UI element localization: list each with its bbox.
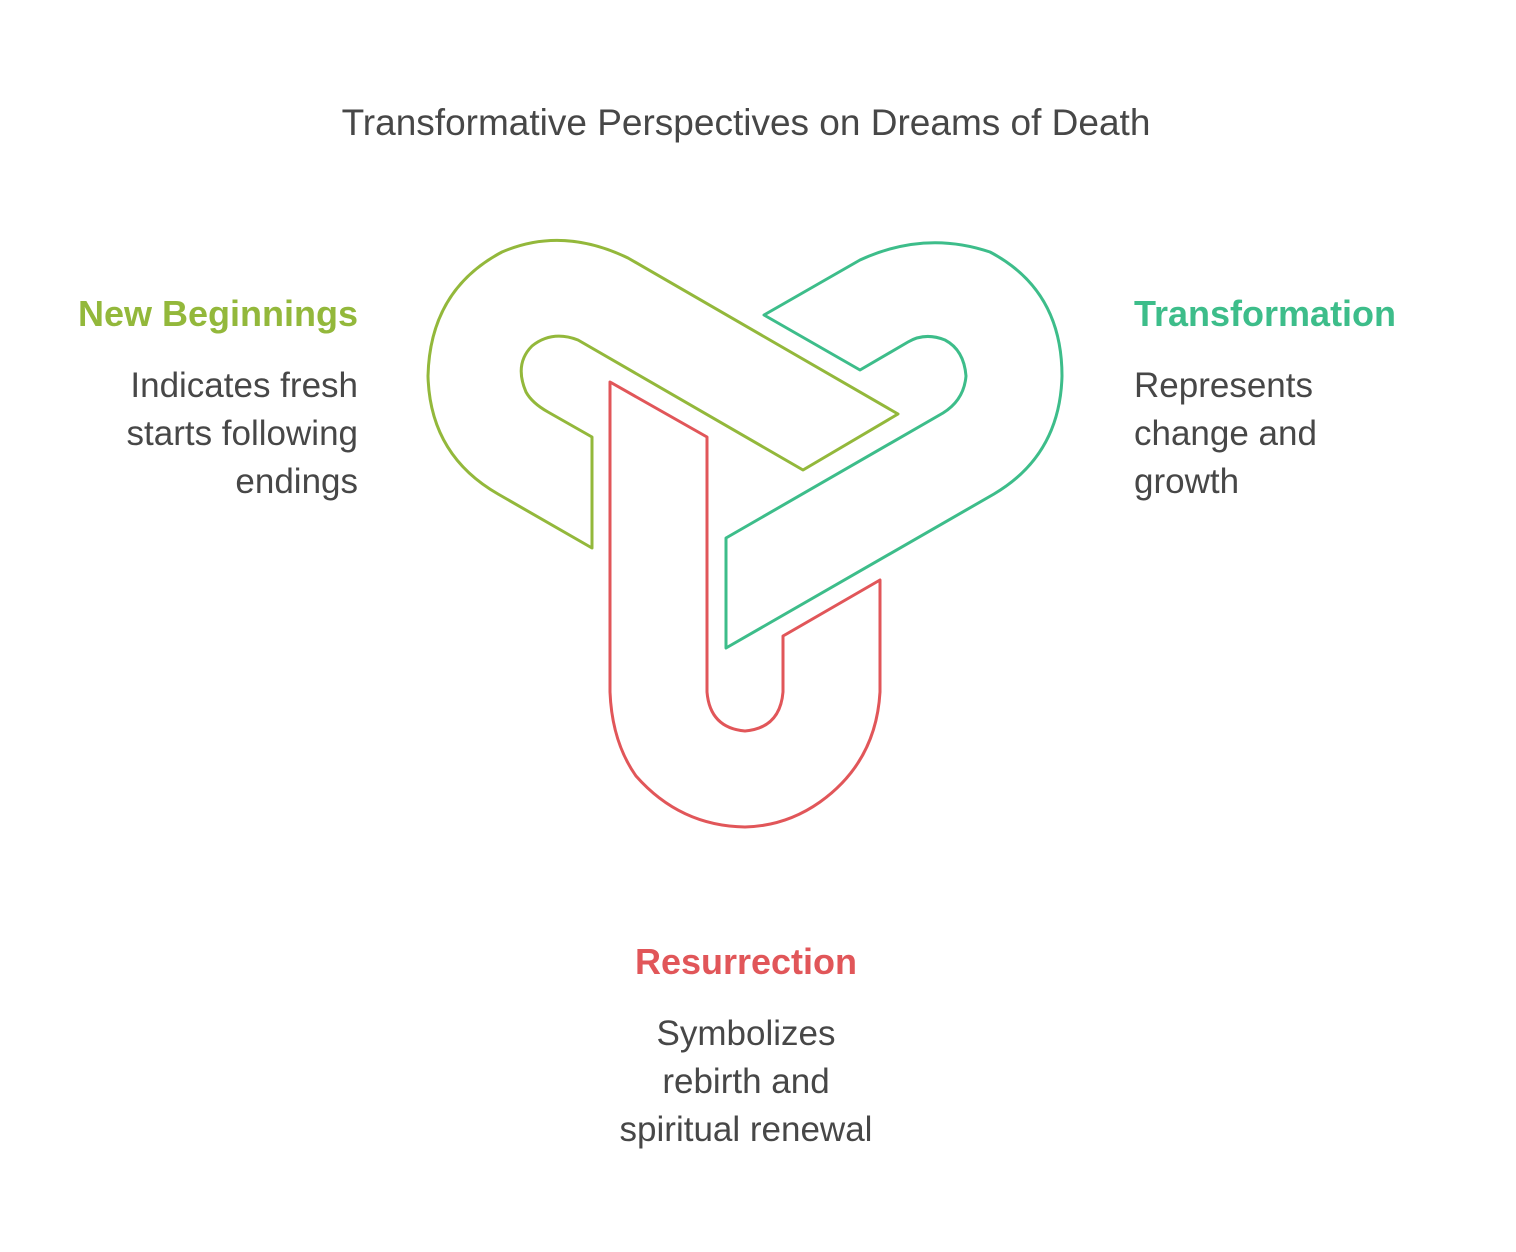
description-line: change and <box>1134 414 1317 453</box>
description-line: starts following <box>126 414 358 453</box>
transformation-description: Represents change and growth <box>1134 362 1464 506</box>
diagram-title: Transformative Perspectives on Dreams of… <box>341 102 1151 143</box>
new-beginnings-description: Indicates fresh starts following endings <box>40 362 358 506</box>
resurrection-loop <box>608 380 882 829</box>
description-line: Symbolizes <box>656 1014 836 1053</box>
description-line: growth <box>1134 462 1240 501</box>
transformation-loop <box>724 241 1064 650</box>
new-beginnings-loop <box>426 238 900 550</box>
description-line: Represents <box>1134 366 1313 405</box>
description-line: Indicates fresh <box>130 366 358 405</box>
new-beginnings-block: New Beginnings Indicates fresh starts fo… <box>40 292 358 506</box>
description-line: spiritual renewal <box>619 1110 873 1149</box>
resurrection-block: Resurrection Symbolizes rebirth and spir… <box>546 940 946 1154</box>
resurrection-description: Symbolizes rebirth and spiritual renewal <box>546 1010 946 1154</box>
transformation-heading: Transformation <box>1134 293 1397 334</box>
resurrection-heading: Resurrection <box>634 941 858 982</box>
description-line: endings <box>235 462 358 501</box>
new-beginnings-heading: New Beginnings <box>77 293 358 334</box>
description-line: rebirth and <box>662 1062 830 1101</box>
transformation-block: Transformation Represents change and gro… <box>1134 292 1464 506</box>
